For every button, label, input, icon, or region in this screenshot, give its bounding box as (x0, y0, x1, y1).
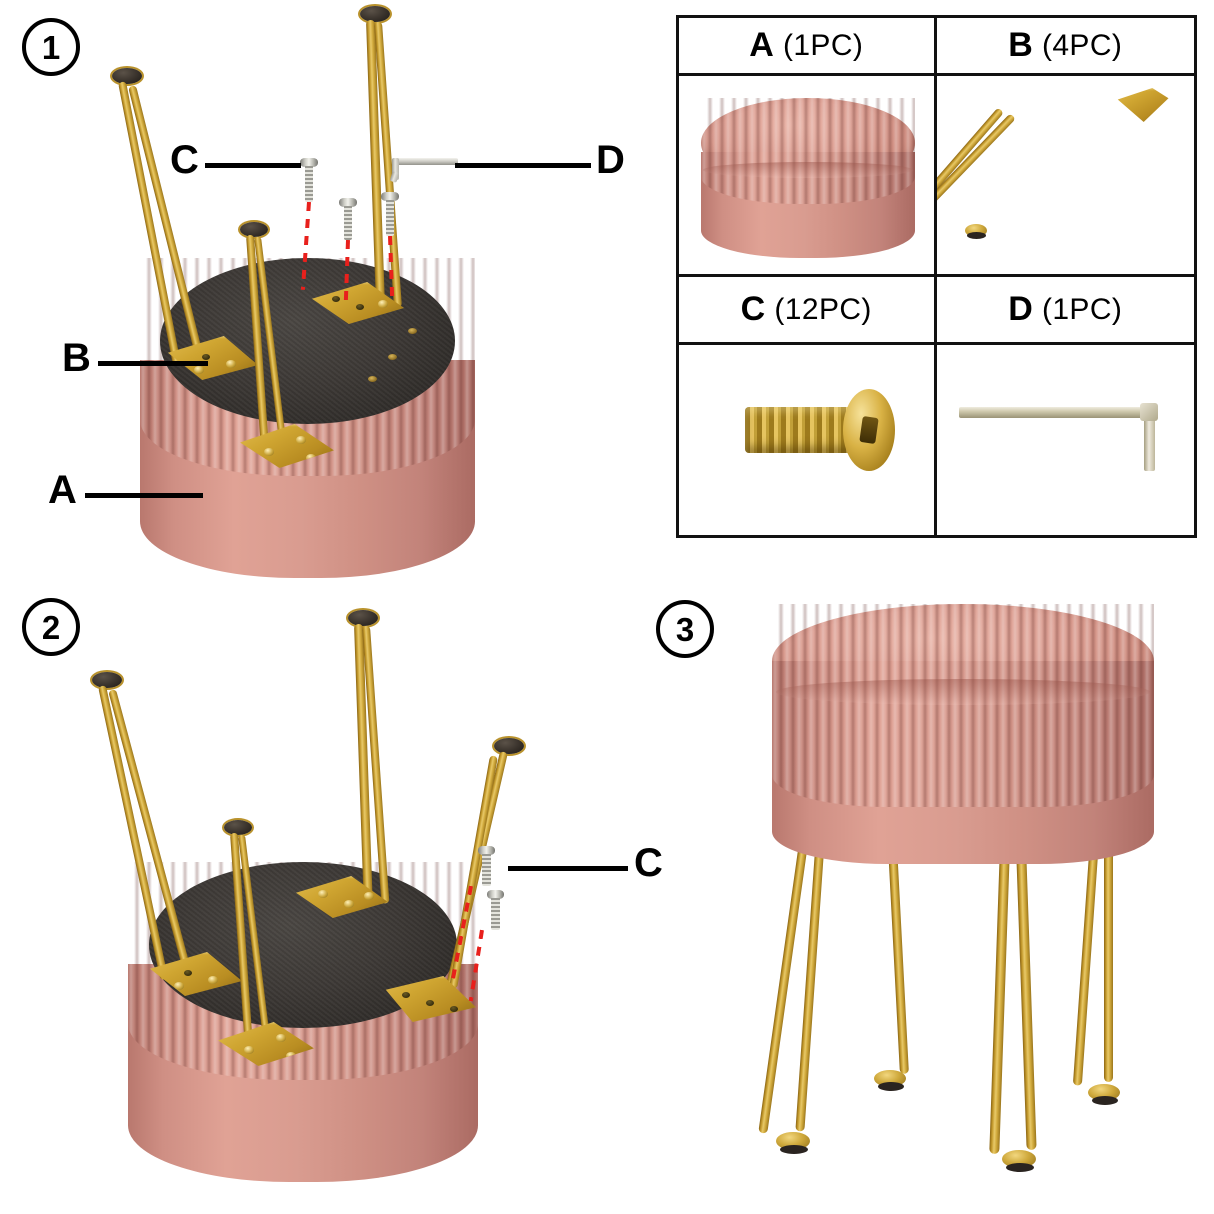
leader-line-b-step1 (98, 361, 208, 366)
ottoman-thumb (701, 98, 915, 258)
step-badge-1: 1 (22, 18, 80, 76)
parts-image-a (679, 76, 937, 277)
parts-image-b (936, 76, 1195, 277)
parts-table: A (1PC) B (4PC) C (12PC) (676, 15, 1197, 538)
leader-line-c-step1 (205, 163, 301, 168)
leg-cap-icon (360, 6, 390, 22)
callout-label-b-step1: B (62, 336, 91, 380)
screw-s2-1 (478, 846, 495, 886)
step-badge-3: 3 (656, 600, 714, 658)
screw-2 (339, 198, 357, 240)
assembled-seat (772, 604, 1154, 864)
callout-label-c-step2: C (634, 841, 663, 885)
ottoman-base-inverted (140, 258, 475, 578)
base-fabric-panel (160, 258, 455, 425)
part-count-a: (1PC) (782, 28, 864, 62)
parts-header-c: C (12PC) (679, 277, 937, 345)
step-badge-2: 2 (22, 598, 80, 656)
callout-label-a-step1: A (48, 468, 77, 512)
leader-line-d-step1 (455, 163, 591, 168)
leader-line-a-step1 (85, 493, 203, 498)
screw-s2-2 (487, 890, 504, 930)
leg-cap-icon (348, 610, 378, 626)
parts-image-c (679, 345, 937, 535)
ottoman-base-inverted-step2 (128, 862, 478, 1182)
part-letter-a: A (749, 26, 775, 64)
step-number-1: 1 (41, 28, 61, 66)
screw-1 (300, 158, 318, 202)
hairpin-leg-thumb (936, 76, 1195, 274)
screw-thumb (711, 367, 911, 497)
base-fabric-panel-step2 (149, 862, 457, 1029)
part-count-c: (12PC) (774, 292, 872, 326)
hex-key-thumb (958, 373, 1179, 493)
part-letter-b: B (1008, 26, 1034, 64)
step-number-2: 2 (41, 608, 61, 646)
screw-3 (381, 192, 399, 236)
leader-line-c-step2 (508, 866, 628, 871)
leg-cap-icon (224, 820, 252, 835)
part-letter-d: D (1008, 290, 1034, 328)
parts-image-d (937, 345, 1195, 535)
leg-cap-icon (92, 672, 122, 688)
parts-header-a: A (1PC) (679, 18, 937, 76)
parts-header-b: B (4PC) (936, 18, 1194, 76)
callout-label-c-step1: C (170, 138, 199, 182)
callout-label-d-step1: D (596, 138, 625, 182)
part-count-b: (4PC) (1041, 28, 1123, 62)
step-number-3: 3 (675, 610, 695, 648)
leg-cap-icon (112, 68, 142, 84)
parts-header-d: D (1PC) (936, 277, 1194, 345)
leg-cap-icon (240, 222, 268, 237)
part-letter-c: C (740, 290, 766, 328)
leg-cap-icon (494, 738, 524, 754)
part-count-d: (1PC) (1041, 292, 1123, 326)
